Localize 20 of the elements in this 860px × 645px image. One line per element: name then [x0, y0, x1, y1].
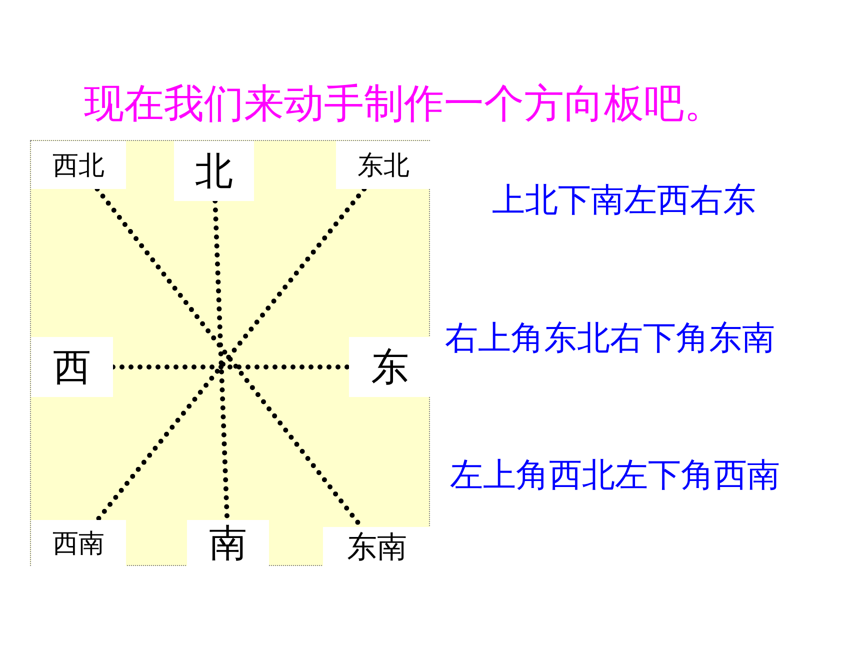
title: 现在我们来动手制作一个方向板吧。 [84, 80, 724, 129]
direction-label [31, 337, 113, 397]
direction-text: 东 [371, 344, 409, 390]
direction-text: 南 [209, 520, 247, 567]
rule-text: 左上角西北左下角西南 [450, 454, 780, 496]
direction-text: 东北 [358, 150, 410, 182]
direction-text: 西 [53, 344, 91, 390]
direction-label [174, 141, 254, 201]
direction-label [31, 520, 126, 567]
direction-text: 东南 [347, 528, 407, 566]
direction-text: 北 [195, 148, 233, 194]
direction-text: 西北 [52, 150, 104, 182]
direction-text: 西南 [52, 528, 104, 561]
rule-text: 右上角东北右下角东南 [445, 317, 775, 359]
direction-label [336, 141, 431, 189]
direction-board [30, 140, 430, 566]
direction-label [349, 337, 431, 397]
rule-text: 上北下南左西右东 [492, 179, 756, 221]
direction-label [187, 520, 269, 567]
direction-label [31, 141, 126, 189]
